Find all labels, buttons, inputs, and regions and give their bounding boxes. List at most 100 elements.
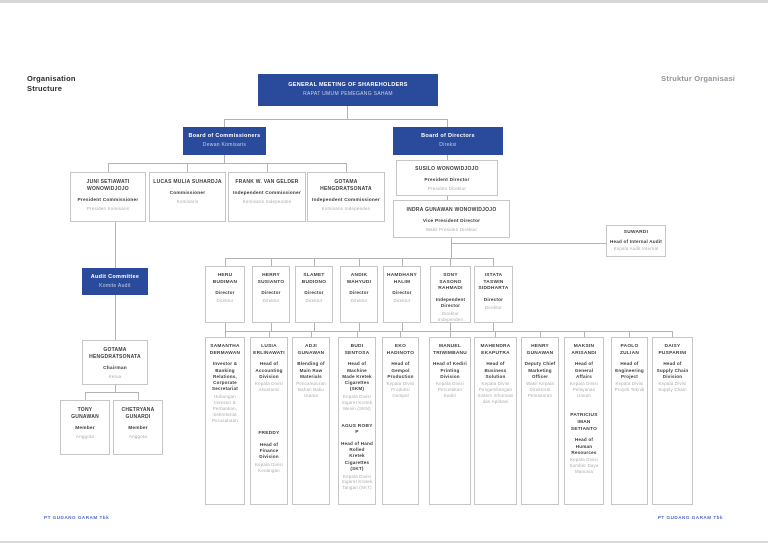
connector-line [108, 163, 346, 164]
person-title-id: Direktur [216, 298, 234, 304]
connector-line [447, 196, 448, 200]
node-director-7: ISTATA TASWIN SIDDHARTA Director Direktu… [474, 266, 513, 323]
node-president-director: SUSILO WONOWIDJOJO President Director Pr… [396, 160, 498, 196]
node-audit-member-1: TONY GUNAWAN Member Anggota [60, 400, 110, 455]
person-name: ANDIK WAHYUDI [346, 273, 372, 285]
node-division-head-2: LUSIA ERLINAWATI Head of Accounting Divi… [250, 337, 288, 505]
person-name: LUCAS MULIA SUHARDJA [153, 179, 222, 185]
person-title-en: Vice President Director [422, 219, 481, 224]
person-name: CHETRYANA GUNARDI [121, 407, 155, 420]
node-division-head-7: MAHENDRA EKAPUTRA Head of Business Solut… [474, 337, 517, 505]
connector-line [138, 392, 139, 400]
node-director-1: HERU BUDIMAN Director Direktur [205, 266, 245, 323]
connector-line [357, 331, 358, 337]
connector-line [108, 163, 109, 172]
person-title-en: Independent Director [435, 297, 466, 309]
connector-line [225, 258, 226, 266]
node-label-id: Dewan Komisaris [202, 142, 247, 149]
node-general-meeting: GENERAL MEETING OF SHAREHOLDERS RAPAT UM… [258, 74, 438, 106]
node-division-head-9: MAKSIN ARISANDI Head of General Affairs … [564, 337, 604, 505]
node-director-2: HERRY SUSIANTO Director Direktur [252, 266, 290, 323]
person-title-id: Direktur [262, 298, 280, 304]
node-commissioner-3: FRANK W. VAN GELDER Independent Commissi… [228, 172, 306, 222]
node-board-of-directors: Board of Directors Direksi [393, 127, 503, 155]
connector-line [115, 295, 116, 340]
person-title-id: Kepala Audit Internal [613, 246, 659, 252]
node-label-id: Komite Audit [99, 282, 131, 289]
person-name: PAOLO ZULIAN [619, 344, 640, 356]
page-bottom-edge [0, 541, 768, 543]
person-title-en: Director [392, 290, 412, 296]
node-division-head-3: ADJI GUNAWAN Blending of Main Raw Materi… [292, 337, 330, 505]
node-director-4: ANDIK WAHYUDI Director Direktur [340, 266, 378, 323]
connector-line [495, 331, 496, 337]
person-name: HERRY SUSIANTO [257, 273, 285, 285]
person-title-en: Director [349, 290, 369, 296]
person-title-id: Kepala Divisi Proyek Teknik [614, 381, 645, 393]
person-title-en: Head of Business Solution [484, 361, 507, 379]
person-title-en: Blending of Main Raw Materials [297, 361, 325, 379]
connector-line [450, 331, 451, 337]
person-name: HERU BUDIMAN [212, 273, 238, 285]
connector-line [224, 119, 448, 120]
connector-line [347, 106, 348, 119]
person-title-id: Presiden Direktur [427, 185, 467, 191]
person-title-id: Wakil Kepala Direktorat Pemasaran [526, 381, 554, 399]
footer-company-left: PT GUDANG GARAM Tbk [44, 515, 110, 520]
node-label-id: Direksi [439, 142, 457, 149]
node-director-6: SONY SASONO RAHMADI Independent Director… [430, 266, 471, 323]
person-name: BUDI SENTOSA [344, 344, 370, 356]
person-title-id: Presiden Komisaris [86, 205, 130, 211]
connector-line [271, 258, 272, 266]
node-label-en: Board of Directors [421, 133, 475, 140]
person-name: FREDDY [258, 431, 280, 437]
person-name: HAMDHANY HALIM [387, 273, 417, 285]
person-title-id: Komisaris Independen [242, 198, 292, 204]
footer-company-right: PT GUDANG GARAM Tbk [657, 515, 723, 520]
connector-line [493, 258, 494, 266]
person-title-id: Kepala Divisi Pengembangan Sistem Inform… [477, 381, 514, 405]
node-internal-audit: SUWARDI Head of Internal Audit Kepala Au… [606, 225, 666, 257]
person-title-id: Ketua [108, 373, 122, 379]
person-name: PATRICIUS IMAN SETIANTO [570, 413, 598, 432]
page-title-translation: Struktur Organisasi [661, 74, 735, 83]
person-title-en: Head of Supply Chain Division [656, 361, 689, 379]
person-title-en: Head of Accounting Division [255, 361, 283, 379]
connector-line [85, 392, 86, 400]
person-title-en: Director [304, 290, 324, 296]
page-title: Organisation Structure [27, 74, 76, 94]
person-title-id: Anggota [128, 433, 148, 439]
connector-line [451, 243, 606, 244]
connector-line [402, 258, 403, 266]
person-name: SUWARDI [623, 230, 649, 235]
person-title-id: Kepala Divisi Supply Chain [658, 381, 687, 393]
person-title-en: Deputy Chief Marketing Officer [524, 361, 556, 379]
node-director-5: HAMDHANY HALIM Director Direktur [383, 266, 421, 323]
person-name: HENRY GUNAWAN [526, 344, 554, 356]
node-commissioner-4: GOTAMA HENGDRATSONATA Independent Commis… [307, 172, 385, 222]
person-name: LUSIA ERLINAWATI [253, 344, 285, 356]
person-title-id: Direktur [305, 298, 323, 304]
node-commissioner-1: JUNI SETIAWATI WONOWIDJOJO President Com… [70, 172, 146, 222]
person-name: SONY SASONO RAHMADI [438, 273, 463, 292]
node-audit-member-2: CHETRYANA GUNARDI Member Anggota [113, 400, 163, 455]
node-audit-chairman: GOTAMA HENGDRATSONATA Chairman Ketua [82, 340, 148, 385]
person-name: JUNI SETIAWATI WONOWIDJOJO [86, 179, 130, 192]
person-title-en: Head of Human Resources [571, 437, 597, 455]
person-name: FRANK W. VAN GELDER [235, 179, 299, 185]
person-title-en: President Commissioner [77, 198, 139, 203]
node-label-en: Audit Committee [90, 273, 140, 280]
connector-line [447, 155, 448, 160]
person-title-en: Director [261, 290, 281, 296]
person-title-en: Head of Hand Rolled Kretek Cigarettes (S… [341, 441, 374, 471]
connector-line [225, 323, 226, 331]
node-division-head-10: PAOLO ZULIAN Head of Engineering Project… [611, 337, 648, 505]
connector-line [400, 331, 401, 337]
person-name: GOTAMA HENGDRATSONATA [89, 347, 141, 360]
person-title-id: Direktur [485, 304, 502, 310]
connector-line [584, 331, 585, 337]
person-title-en: Head of Gempol Production [387, 361, 414, 379]
person-title-id: Komisaris Independen [321, 205, 371, 211]
node-division-head-11: DAISY PUSPARINI Head of Supply Chain Div… [652, 337, 693, 505]
